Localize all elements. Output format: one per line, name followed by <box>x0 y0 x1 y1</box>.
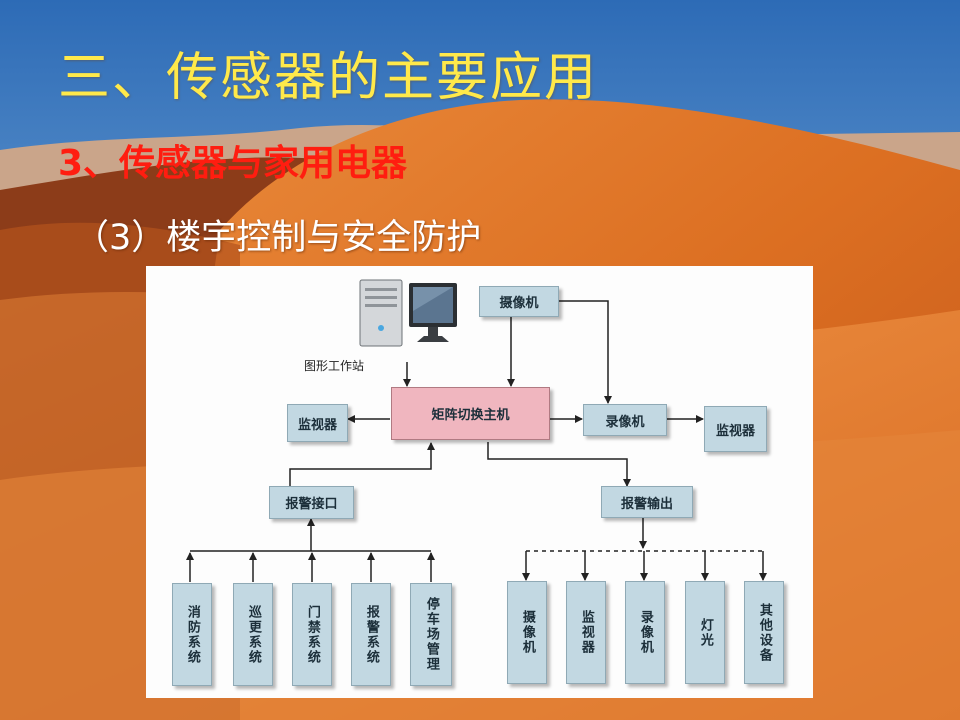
recorder-box: 录像机 <box>583 404 667 436</box>
slide-subtitle: 3、传感器与家用电器 <box>58 143 408 184</box>
monitor-left-box: 监视器 <box>287 404 348 442</box>
alarm-output-box: 报警输出 <box>601 486 693 518</box>
section-heading: （3）楼宇控制与安全防护 <box>74 218 482 258</box>
output-other-devices: 其他设备 <box>744 581 784 684</box>
workstation-computer-icon <box>359 279 457 347</box>
workstation-label: 图形工作站 <box>304 359 365 373</box>
input-patrol-system: 巡更系统 <box>233 583 273 686</box>
diagram-connectors <box>186 279 767 582</box>
input-alarm-system: 报警系统 <box>351 583 391 686</box>
slide-title: 三、传感器的主要应用 <box>58 48 599 108</box>
camera-top-box: 摄像机 <box>479 286 559 317</box>
output-camera: 摄像机 <box>507 581 547 684</box>
alarm-interface-box: 报警接口 <box>269 486 354 519</box>
monitor-right-box: 监视器 <box>704 406 767 452</box>
input-fire-system: 消防系统 <box>172 583 212 686</box>
output-lighting: 灯光 <box>685 581 725 684</box>
input-parking-management: 停车场管理 <box>410 583 452 686</box>
matrix-switch-box: 矩阵切换主机 <box>391 387 550 440</box>
security-system-diagram: 图形工作站 摄像机 监视器 矩阵切换主机 录像机 监视器 报警接口 报警输出 消… <box>146 266 813 698</box>
input-access-control: 门禁系统 <box>292 583 332 686</box>
output-recorder: 录像机 <box>625 581 665 684</box>
output-monitor: 监视器 <box>566 581 606 684</box>
